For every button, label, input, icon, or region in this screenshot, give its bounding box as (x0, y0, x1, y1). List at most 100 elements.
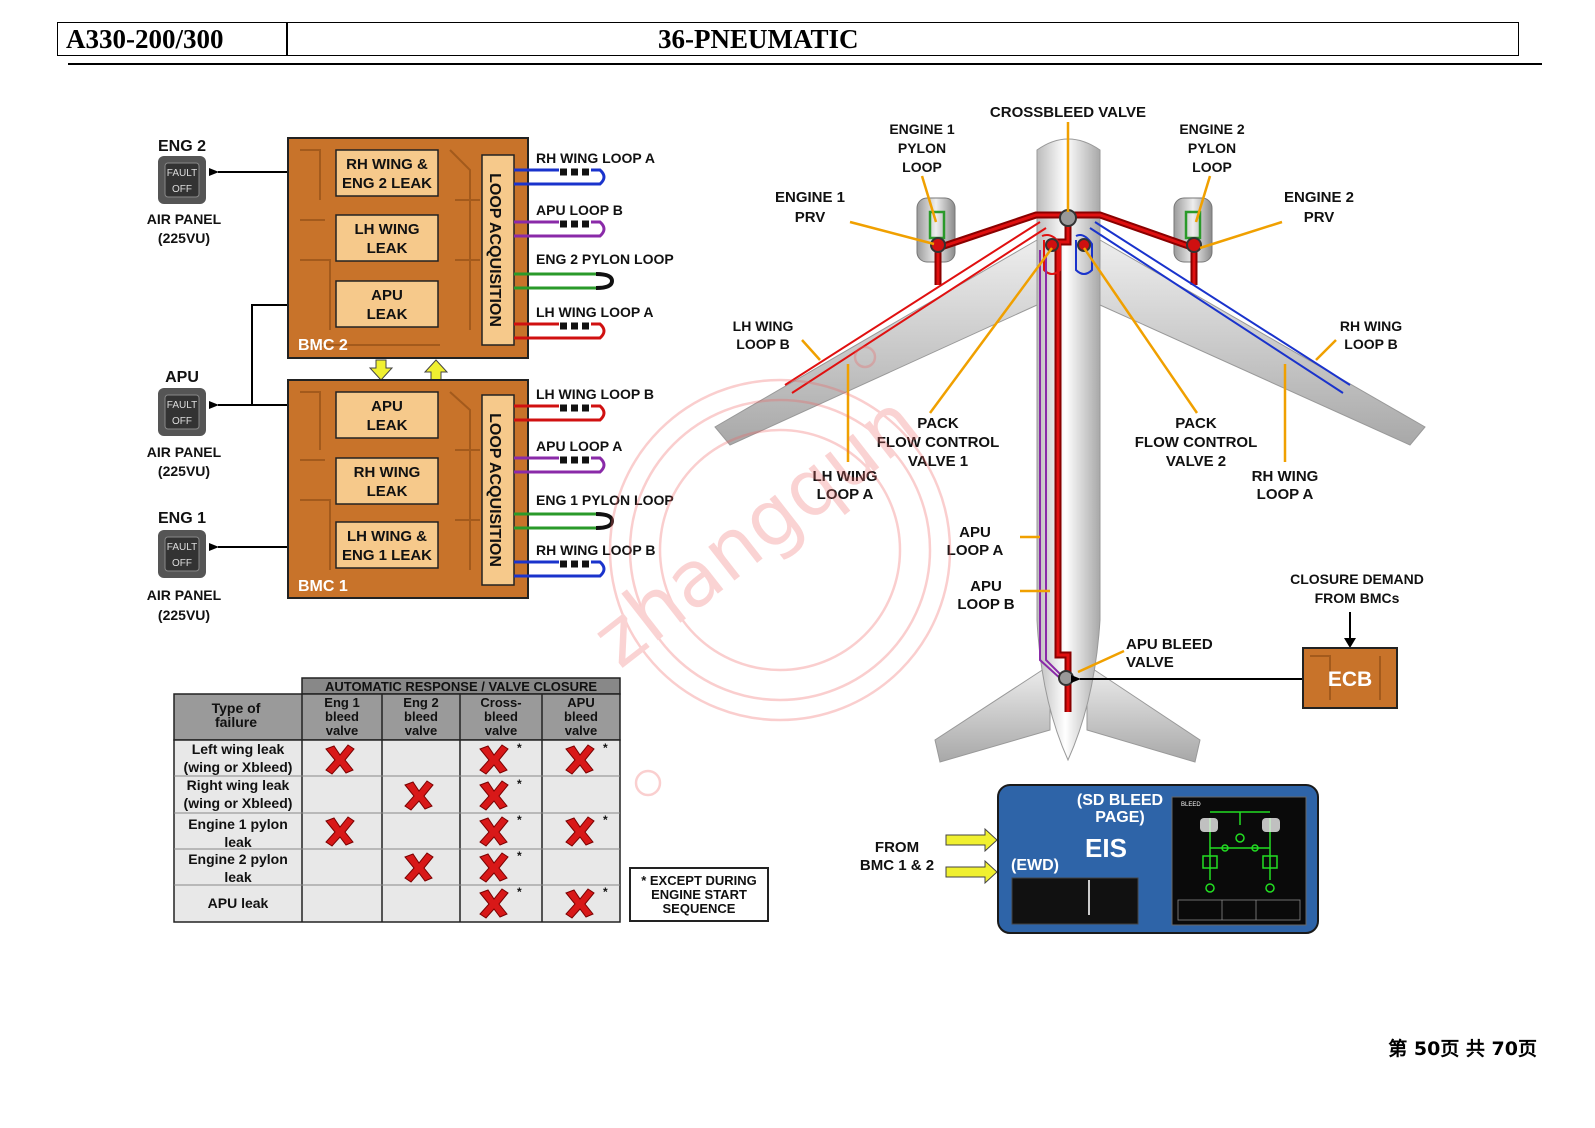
apu-loop-a-line2: LOOP A (947, 542, 1004, 559)
eng1-pylon-line3: LOOP (902, 159, 942, 175)
aircraft-labels: CROSSBLEED VALVE ENGINE 1 PYLON LOOP ENG… (733, 104, 1424, 671)
ewd-label: (EWD) (1011, 857, 1059, 874)
bmc1-rh-wing-leak-box (335, 457, 439, 505)
except-star: * (517, 885, 522, 899)
sd-bleed-page-line1: (SD BLEED (1077, 792, 1163, 809)
except-star: * (603, 813, 608, 827)
sd-bleed-page-line2: PAGE) (1095, 809, 1144, 826)
col1-header-line3: valve (326, 723, 359, 738)
rh-wing-loop-b-line2: LOOP B (1344, 336, 1397, 352)
bleed-ducts-and-loops (784, 209, 1351, 712)
except-note-line2: ENGINE START (651, 887, 747, 902)
col1-header-line1: Eng 1 (324, 695, 359, 710)
engine-1-prv-symbol (930, 237, 946, 253)
row2-label-line2: (wing or Xbleed) (184, 795, 293, 811)
row1-label-line1: Left wing leak (192, 741, 285, 757)
eng2-pylon-line3: LOOP (1192, 159, 1232, 175)
bmc2-loop-4-label: LH WING LOOP A (536, 304, 653, 320)
pack2-line2: FLOW CONTROL (1135, 434, 1257, 451)
bmc2-loop-acquisition-box (481, 154, 515, 346)
col2-header-line1: Eng 2 (403, 695, 438, 710)
except-star: * (517, 777, 522, 791)
bmc2-loops: RH WING LOOP A APU LOOP B ENG 2 PYLON LO… (514, 150, 674, 340)
pack1-line1: PACK (917, 415, 959, 432)
except-star: * (517, 813, 522, 827)
eng1-vu: (225VU) (158, 607, 210, 623)
eis-display-unit: FROM BMC 1 & 2 (SD BLEED PAGE) EIS (EWD)… (860, 784, 1319, 934)
bmc-link-arrows (368, 359, 449, 381)
aircraft-illustration (714, 138, 1426, 763)
eng2-off-legend: OFF (172, 184, 192, 195)
eng2-pylon-line1: ENGINE 2 (1179, 121, 1245, 137)
row4-label-line1: Engine 2 pylon (188, 851, 288, 867)
bmc1-apu-leak-box (335, 391, 439, 439)
col1-header-line2: bleed (325, 709, 359, 724)
apu-bleed-valve-symbol (1058, 670, 1074, 686)
rh-wing-loop-b-line1: RH WING (1340, 318, 1402, 334)
bmc2-loop-acquisition-label: LOOP ACQUISITION (486, 173, 503, 327)
bmc1-loop-4-label: RH WING LOOP B (536, 542, 656, 558)
row3-label-line2: leak (224, 834, 251, 850)
bmc2-name: BMC 2 (298, 337, 348, 354)
eng1-pylon-line2: PYLON (898, 140, 946, 156)
bmc1-lh-wing-eng1-leak-box (335, 521, 439, 569)
bmc2-box1-line1: RH WING & (346, 156, 428, 173)
col4-header-line2: bleed (564, 709, 598, 724)
eng1-fault-pushbutton-group: ENG 1 FAULT OFF AIR PANEL (225VU) (147, 510, 222, 623)
apu-bleed-valve-line2: VALVE (1126, 654, 1174, 671)
crossbleed-valve-label: CROSSBLEED VALVE (990, 104, 1146, 121)
row5-label: APU leak (208, 895, 269, 911)
ecb-unit: ECB (1071, 612, 1398, 709)
bmc1-loops: LH WING LOOP B APU LOOP A ENG 1 PYLON LO… (514, 386, 674, 578)
eng2-fault-pushbutton-group: ENG 2 FAULT OFF AIR PANEL (225VU) (147, 138, 222, 246)
except-star: * (517, 849, 522, 863)
apu-loop-b-line1: APU (970, 578, 1002, 595)
bmc2-rh-wing-eng2-leak-box (335, 149, 439, 197)
except-note-line1: * EXCEPT DURING (641, 873, 757, 888)
bmc2-loop-2-label: APU LOOP B (536, 202, 623, 218)
bmc1-box3-line1: LH WING & (347, 528, 427, 545)
closure-demand-line2: FROM BMCs (1315, 590, 1400, 606)
bmc1-loop-3-label: ENG 1 PYLON LOOP (536, 492, 674, 508)
lh-wing-loop-a-line1: LH WING (813, 468, 878, 485)
lh-wing-loop-b-line2: LOOP B (736, 336, 789, 352)
apu-title: APU (165, 369, 199, 386)
bmc1-box2-line1: RH WING (354, 464, 421, 481)
lh-wing-loop-b-line1: LH WING (733, 318, 794, 334)
bmc2-unit: RH WING & ENG 2 LEAK LH WING LEAK APU LE… (287, 137, 529, 359)
eng2-pylon-line2: PYLON (1188, 140, 1236, 156)
rh-wing-loop-a-line1: RH WING (1252, 468, 1319, 485)
sd-page-title: BLEED (1181, 802, 1201, 808)
ewd-screen (1011, 877, 1139, 925)
bmc2-box2-line2: LEAK (367, 240, 408, 257)
col4-header-line3: valve (565, 723, 598, 738)
except-note-box (629, 867, 769, 922)
sd-bleed-screen (1171, 796, 1307, 926)
except-note-line3: SEQUENCE (663, 901, 736, 916)
col2-header-line2: bleed (404, 709, 438, 724)
bmc2-loop-1-label: RH WING LOOP A (536, 150, 655, 166)
apu-loop-a-line1: APU (959, 524, 991, 541)
chapter-title: 36-PNEUMATIC (658, 24, 859, 54)
ecb-label: ECB (1328, 668, 1372, 691)
eng1-air-panel: AIR PANEL (147, 587, 222, 603)
bmc2-loop-3-label: ENG 2 PYLON LOOP (536, 251, 674, 267)
header-divider (286, 23, 288, 55)
bmc1-box3-line2: ENG 1 LEAK (342, 547, 432, 564)
bmc2-box3-line1: APU (371, 287, 403, 304)
col4-header-line1: APU (567, 695, 594, 710)
row2-label-line1: Right wing leak (187, 777, 290, 793)
bmc1-loop-2-label: APU LOOP A (536, 438, 622, 454)
pack2-line3: VALVE 2 (1166, 453, 1226, 470)
bmc2-box1-line2: ENG 2 LEAK (342, 175, 432, 192)
except-star: * (603, 741, 608, 755)
bmc2-box3-line2: LEAK (367, 306, 408, 323)
pack1-line2: FLOW CONTROL (877, 434, 999, 451)
except-star: * (603, 885, 608, 899)
bmc1-box1-line1: APU (371, 398, 403, 415)
eng2-air-panel: AIR PANEL (147, 211, 222, 227)
closure-demand-line1: CLOSURE DEMAND (1290, 571, 1424, 587)
row4-label-line2: leak (224, 869, 251, 885)
eng1-title: ENG 1 (158, 510, 206, 527)
